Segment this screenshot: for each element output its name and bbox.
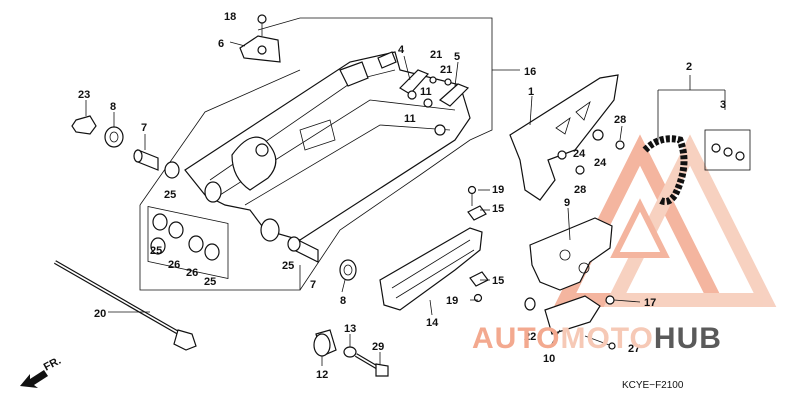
label-part-8-right: 8 bbox=[340, 295, 346, 307]
roller-12-assembly bbox=[313, 329, 389, 377]
label-part-3: 3 bbox=[720, 99, 726, 111]
label-part-8-left: 8 bbox=[110, 101, 116, 113]
label-part-28-upper: 28 bbox=[614, 114, 626, 126]
label-part-21-upper: 21 bbox=[430, 49, 442, 61]
label-part-9: 9 bbox=[564, 197, 570, 209]
label-part-15-lower: 15 bbox=[492, 275, 504, 287]
label-part-29: 29 bbox=[372, 341, 384, 353]
label-part-14: 14 bbox=[426, 317, 439, 329]
label-part-6: 6 bbox=[218, 38, 224, 50]
label-part-27: 27 bbox=[628, 343, 640, 355]
pivot-bolt-20 bbox=[54, 260, 197, 351]
label-part-28-lower: 28 bbox=[574, 184, 586, 196]
leader-lines bbox=[85, 41, 623, 366]
block-10 bbox=[524, 295, 616, 350]
label-part-5: 5 bbox=[454, 51, 460, 63]
watermark-prefix: AUTO bbox=[472, 322, 560, 355]
label-part-19-upper: 19 bbox=[492, 184, 504, 196]
swingarm-body bbox=[184, 51, 471, 242]
label-part-26-b: 26 bbox=[186, 267, 198, 279]
label-part-2: 2 bbox=[686, 61, 692, 73]
label-part-19-lower: 19 bbox=[446, 295, 458, 307]
chain-guide-1 bbox=[509, 74, 625, 201]
bracket-9 bbox=[529, 217, 641, 305]
label-part-13: 13 bbox=[344, 323, 356, 335]
label-part-16: 16 bbox=[524, 66, 536, 78]
label-part-7-left: 7 bbox=[141, 122, 147, 134]
bolt-18 bbox=[257, 14, 267, 24]
label-part-22: 22 bbox=[524, 331, 536, 343]
label-part-11-b: 11 bbox=[404, 113, 416, 125]
drive-chain-2 bbox=[642, 75, 751, 206]
label-part-7-right: 7 bbox=[310, 279, 316, 291]
label-part-25-a: 25 bbox=[164, 189, 176, 201]
assembly-boundary-lines bbox=[139, 17, 520, 291]
watermark-text: AUTOMOTOHUB bbox=[472, 322, 722, 355]
label-part-26-a: 26 bbox=[168, 259, 180, 271]
label-part-12: 12 bbox=[316, 369, 328, 381]
label-part-24-b: 24 bbox=[594, 157, 607, 169]
label-part-10: 10 bbox=[543, 353, 555, 365]
pivot-bearings bbox=[147, 205, 229, 279]
label-part-4: 4 bbox=[398, 44, 405, 56]
bracket-6 bbox=[239, 14, 281, 63]
label-part-15-upper: 15 bbox=[492, 203, 504, 215]
watermark-suffix: HUB bbox=[654, 322, 722, 355]
label-part-17: 17 bbox=[644, 297, 656, 309]
label-part-23: 23 bbox=[78, 89, 90, 101]
chain-slider-14 bbox=[379, 185, 489, 311]
label-part-11-a: 11 bbox=[420, 86, 432, 98]
part-number-labels: 18 6 4 21 5 21 11 11 16 1 2 3 23 8 7 25 … bbox=[78, 11, 726, 381]
label-part-25-d: 25 bbox=[282, 260, 294, 272]
front-direction-indicator: FR. bbox=[20, 355, 63, 388]
diagram-code: KCYE−F2100 bbox=[622, 380, 684, 391]
plates-4-5 bbox=[399, 69, 470, 108]
label-part-18: 18 bbox=[224, 11, 236, 23]
right-pivot-hardware bbox=[287, 236, 357, 281]
label-part-24-a: 24 bbox=[573, 148, 586, 160]
front-direction-label: FR. bbox=[42, 355, 63, 374]
label-part-25-c: 25 bbox=[204, 276, 216, 288]
left-pivot-hardware bbox=[71, 115, 180, 179]
svg-text:AUTOMOTOHUB: AUTOMOTOHUB bbox=[472, 322, 722, 355]
label-part-1: 1 bbox=[528, 86, 534, 98]
label-part-20: 20 bbox=[94, 308, 106, 320]
label-part-25-b: 25 bbox=[150, 245, 162, 257]
watermark-middle: MOTO bbox=[560, 322, 653, 355]
label-part-21-lower: 21 bbox=[440, 64, 452, 76]
